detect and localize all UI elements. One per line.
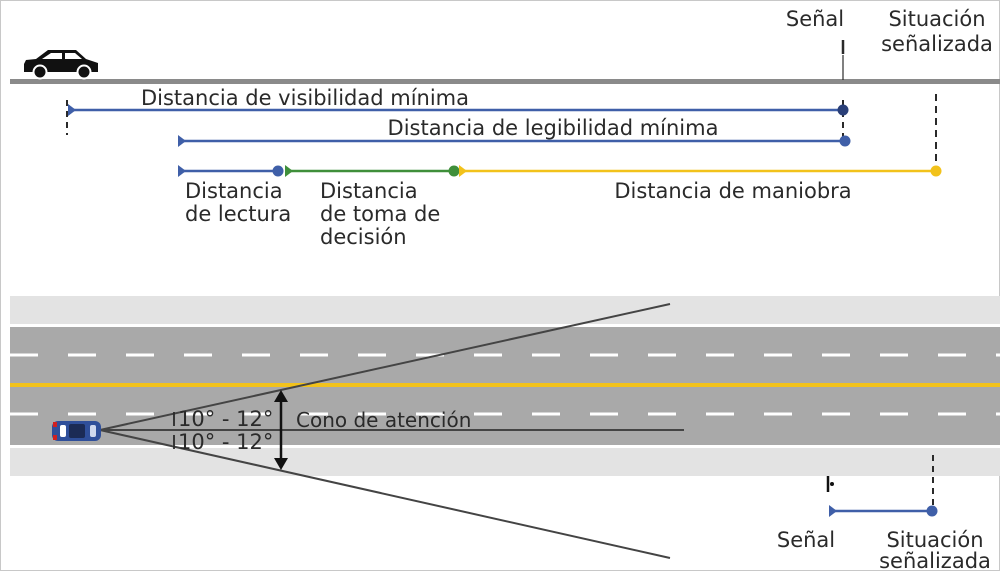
decision-label-1: Distancia [320,179,418,203]
lectura-label-1: Distancia [185,179,283,203]
lectura-start-arrow [178,165,186,177]
double-arrow-icon [274,390,288,470]
legibilidad-end-dot [839,135,851,147]
road-edge-bottom [10,445,1000,448]
cono-label: Cono de atención [296,408,471,432]
decision-end-dot [448,165,460,177]
cone-upper-line [99,303,671,431]
bottom-distance-start-arrow [829,505,837,517]
angle-lower-label: 10° - 12° [178,430,273,454]
lectura-label-2: de lectura [185,202,291,226]
legibilidad-start-arrow [178,135,186,147]
car-side-icon [24,50,98,80]
senal-bottom-label: Señal [777,528,835,552]
road-shoulder-top [10,296,1000,324]
decision-start-arrow [285,165,293,177]
sign-post-bottom-dot [830,482,834,486]
visibilidad-start-arrow [68,104,76,116]
decision-label-2: de toma de [320,202,440,226]
road-shoulder-bottom [10,448,1000,476]
angle-upper-label: 10° - 12° [178,407,273,431]
situacion-top-label-2: señalizada [881,32,993,56]
situacion-bottom-label-2: señalizada [879,549,991,571]
center-line-yellow [10,383,1000,387]
bottom-distance-end-dot [926,505,938,517]
top-road-line [10,79,1000,84]
legibilidad-label: Distancia de legibilidad mínima [388,116,719,140]
car-top-icon [52,421,101,441]
visibilidad-end-dot [837,104,849,116]
situacion-top-label-1: Situación [888,7,985,31]
maniobra-end-dot [930,165,942,177]
lectura-end-dot [272,165,284,177]
decision-label-3: decisión [320,225,407,249]
road-edge-top [10,324,1000,327]
situacion-bottom-label-1: Situación [886,528,983,552]
senal-top-label: Señal [786,7,844,31]
maniobra-label: Distancia de maniobra [614,179,851,203]
maniobra-start-arrow [459,165,467,177]
cone-lower-line [99,429,671,559]
visibilidad-label: Distancia de visibilidad mínima [141,86,469,110]
